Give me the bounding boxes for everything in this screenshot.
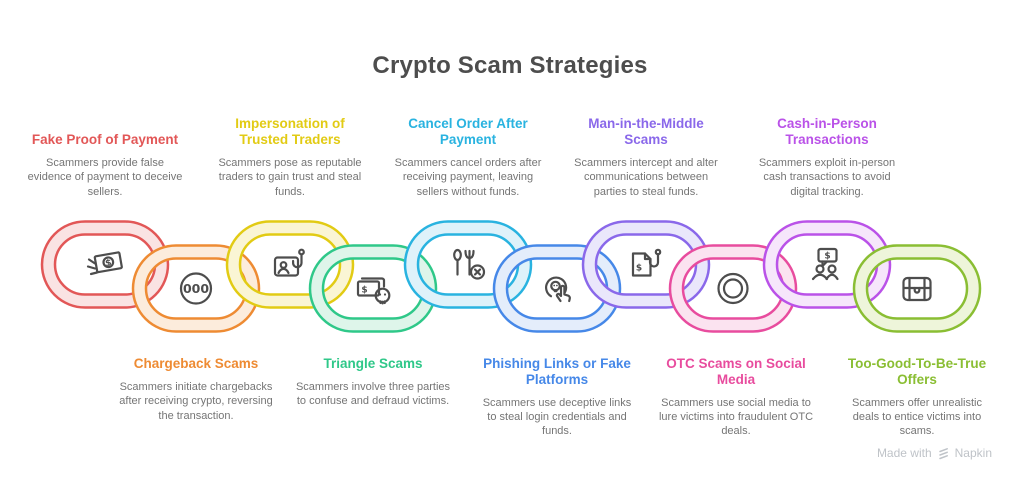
money-talk-people-icon: $ [811, 247, 839, 281]
item-description: Scammers offer unrealistic deals to enti… [851, 396, 982, 438]
item-heading: OTC Scams on Social Media [666, 356, 806, 387]
napkin-logo-icon [938, 447, 948, 459]
document-hook-icon: $ [631, 248, 662, 277]
item-man-in-the-middle: Man-in-the-Middle Scams Scammers interce… [568, 103, 724, 199]
item-heading: Chargeback Scams [133, 356, 259, 371]
flying-money-icon: $ [86, 251, 123, 276]
item-description: Scammers use deceptive links to steal lo… [482, 396, 632, 438]
item-fake-proof-of-payment: Fake Proof of Payment Scammers provide f… [27, 103, 183, 199]
item-description: Scammers involve three parties to confus… [295, 380, 451, 408]
id-card-hook-icon [273, 248, 305, 277]
item-otc-scams: OTC Scams on Social Media Scammers use s… [656, 356, 816, 439]
napkin-credit: Made with Napkin [877, 446, 992, 460]
svg-text:$: $ [824, 252, 830, 262]
item-cancel-order: Cancel Order After Payment Scammers canc… [390, 103, 546, 199]
item-phishing: Phishing Links or Fake Platforms Scammer… [477, 356, 637, 439]
item-heading: Impersonation of Trusted Traders [235, 116, 345, 148]
chain-link-cancel-order [403, 220, 533, 309]
svg-text:$: $ [361, 286, 367, 296]
item-too-good-to-be-true: Too-Good-To-Be-True Offers Scammers offe… [842, 356, 992, 439]
item-cash-in-person: Cash-in-Person Transactions Scammers exp… [749, 103, 905, 199]
item-heading: Too-Good-To-Be-True Offers [847, 356, 987, 387]
cancel-order-icon [453, 248, 486, 280]
item-triangle-scams: Triangle Scams Scammers involve three pa… [293, 356, 453, 409]
phishing-click-icon [544, 276, 571, 303]
item-description: Scammers use social media to lure victim… [658, 396, 814, 438]
item-description: Scammers pose as reputable traders to ga… [218, 157, 362, 198]
item-description: Scammers provide false evidence of payme… [27, 157, 183, 198]
item-heading: Phishing Links or Fake Platforms [483, 356, 631, 387]
item-description: Scammers exploit in-person cash transact… [758, 157, 896, 198]
item-heading: Man-in-the-Middle Scams [588, 116, 704, 148]
item-heading: Triangle Scams [323, 356, 423, 371]
item-description: Scammers cancel orders after receiving p… [394, 157, 542, 198]
money-skull-icon: $ [356, 277, 391, 305]
brand-text: Napkin [954, 446, 992, 460]
double-circle-icon [717, 272, 749, 305]
item-heading: Fake Proof of Payment [31, 132, 179, 148]
treasure-chest-icon [902, 276, 932, 302]
page-title: Crypto Scam Strategies [372, 52, 648, 79]
item-impersonation: Impersonation of Trusted Traders Scammer… [212, 103, 368, 199]
made-with-text: Made with [876, 446, 932, 460]
item-heading: Cash-in-Person Transactions [777, 116, 877, 148]
chain-link-cash-in-person [762, 220, 892, 309]
item-description: Scammers intercept and alter communicati… [574, 157, 718, 198]
svg-text:$: $ [105, 258, 113, 269]
item-chargeback-scams: Chargeback Scams Scammers initiate charg… [116, 356, 276, 423]
svg-text:000: 000 [183, 281, 209, 296]
chain-link-impersonation [225, 220, 355, 309]
svg-text:$: $ [636, 264, 642, 274]
chain-link-too-good-to-be-true [852, 244, 982, 333]
coins-icon: 000 [179, 272, 213, 305]
item-heading: Cancel Order After Payment [408, 116, 528, 148]
item-description: Scammers initiate chargebacks after rece… [119, 380, 273, 422]
